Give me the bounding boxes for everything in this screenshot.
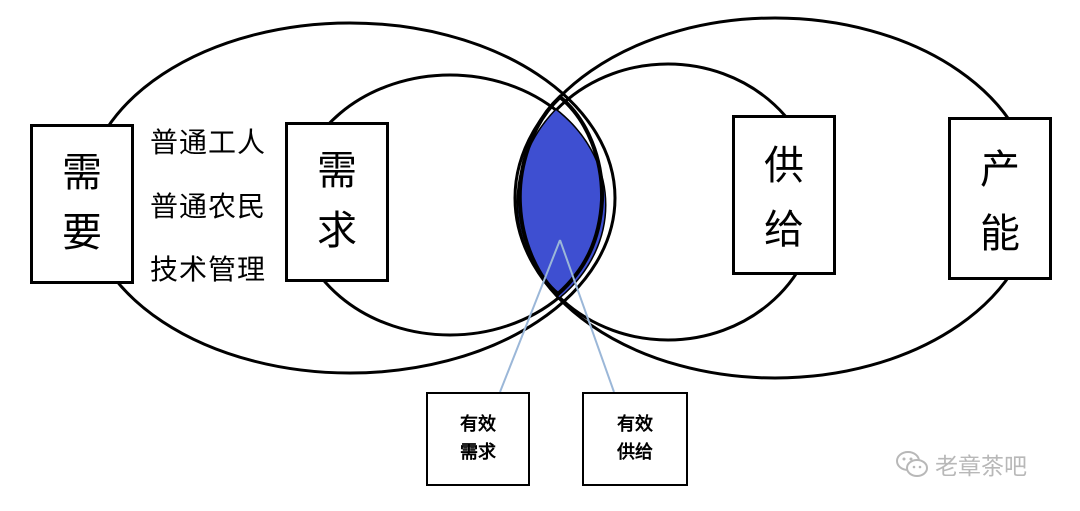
group-label-workers: 普通工人: [150, 126, 267, 159]
effective-supply-box: 有效 供给: [582, 392, 688, 486]
connector-line-effective-supply: [559, 239, 615, 393]
demand-box-line2: 求: [317, 208, 357, 254]
need-box: 需 要: [30, 124, 134, 284]
wechat-icon: [896, 451, 928, 477]
supply-box: 供 给: [732, 115, 836, 275]
supply-box-line1: 供: [764, 143, 804, 189]
effective-demand-line2: 需求: [460, 442, 496, 463]
effective-demand-box: 有效 需求: [426, 392, 530, 486]
capacity-box-line2: 能: [980, 211, 1020, 257]
effective-supply-line2: 供给: [617, 442, 653, 463]
supply-box-line2: 给: [764, 207, 804, 253]
watermark-text: 老章茶吧: [935, 454, 1027, 480]
demand-box-line1: 需: [317, 148, 357, 194]
overlap-outline: [517, 94, 605, 297]
group-label-technical: 技术管理: [150, 253, 267, 286]
group-label-farmers: 普通农民: [150, 190, 267, 223]
connector-line-effective-demand: [499, 239, 561, 393]
effective-supply-line1: 有效: [617, 414, 653, 435]
demand-box: 需 求: [285, 122, 389, 282]
capacity-box-line1: 产: [980, 147, 1020, 193]
watermark: 老章茶吧: [895, 446, 1027, 482]
capacity-box: 产 能: [948, 117, 1052, 280]
need-box-line2: 要: [62, 210, 102, 256]
need-box-line1: 需: [62, 150, 102, 196]
effective-demand-line1: 有效: [460, 414, 496, 435]
